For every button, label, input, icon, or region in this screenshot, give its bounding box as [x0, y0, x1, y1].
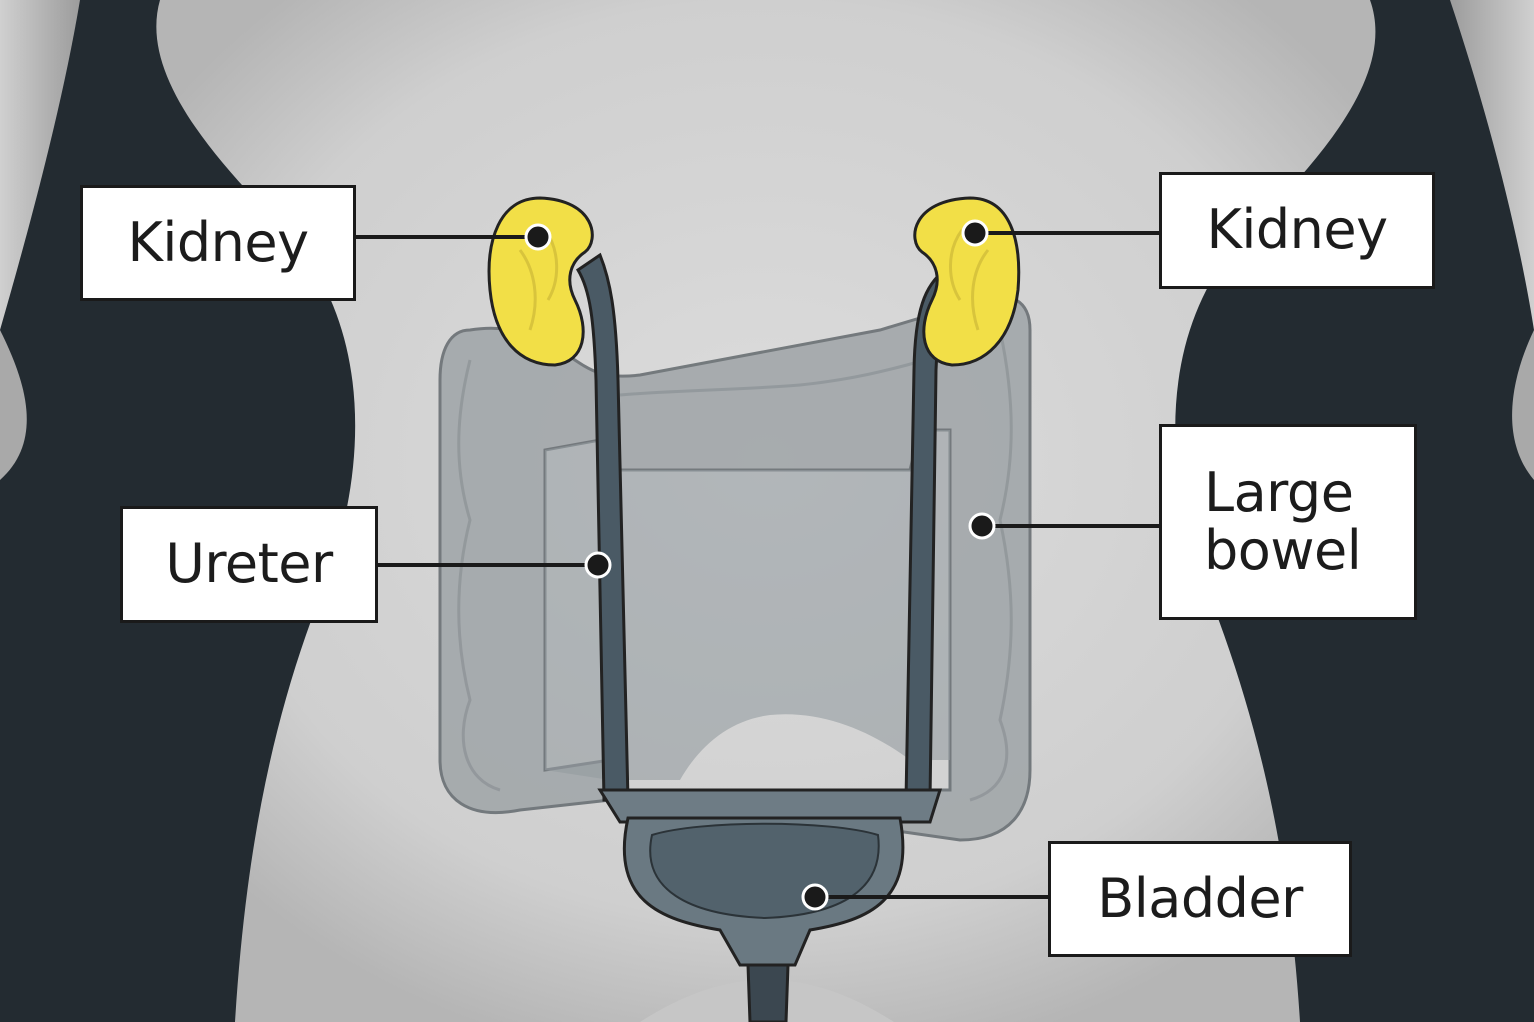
- bladder-top-bar: [597, 788, 943, 824]
- kidney-right-detail: [949, 229, 990, 331]
- kidney-left-shape: [487, 196, 594, 367]
- label-bladder: Bladder: [1048, 841, 1352, 957]
- leader-lines: [355, 231, 1160, 899]
- large-bowel-shape: [438, 294, 1032, 842]
- dot-kidney-right: [961, 219, 989, 247]
- ureter-left: [575, 252, 630, 802]
- inner-abdomen: [545, 430, 950, 780]
- bowel-haustra-left: [457, 359, 501, 792]
- right-arm-lower: [1512, 330, 1534, 480]
- right-arm: [1450, 0, 1534, 330]
- pointer-dots: [524, 219, 996, 911]
- left-arm: [0, 0, 80, 330]
- label-large-bowel: Large bowel: [1159, 424, 1417, 620]
- dot-ureter: [584, 551, 612, 579]
- dot-kidney-left: [524, 223, 552, 251]
- dot-large-bowel: [968, 512, 996, 540]
- large-bowel: [438, 294, 1032, 842]
- label-ureter: Ureter: [120, 506, 378, 623]
- left-arm-lower: [0, 330, 27, 480]
- label-kidney-left: Kidney: [80, 185, 356, 301]
- label-kidney-right: Kidney: [1159, 172, 1435, 289]
- kidney-right-shape: [913, 196, 1021, 367]
- dot-bladder: [801, 883, 829, 911]
- bowel-haustra-right: [969, 329, 1013, 802]
- bowel-haustra-top: [619, 358, 926, 397]
- urethra: [746, 963, 790, 1022]
